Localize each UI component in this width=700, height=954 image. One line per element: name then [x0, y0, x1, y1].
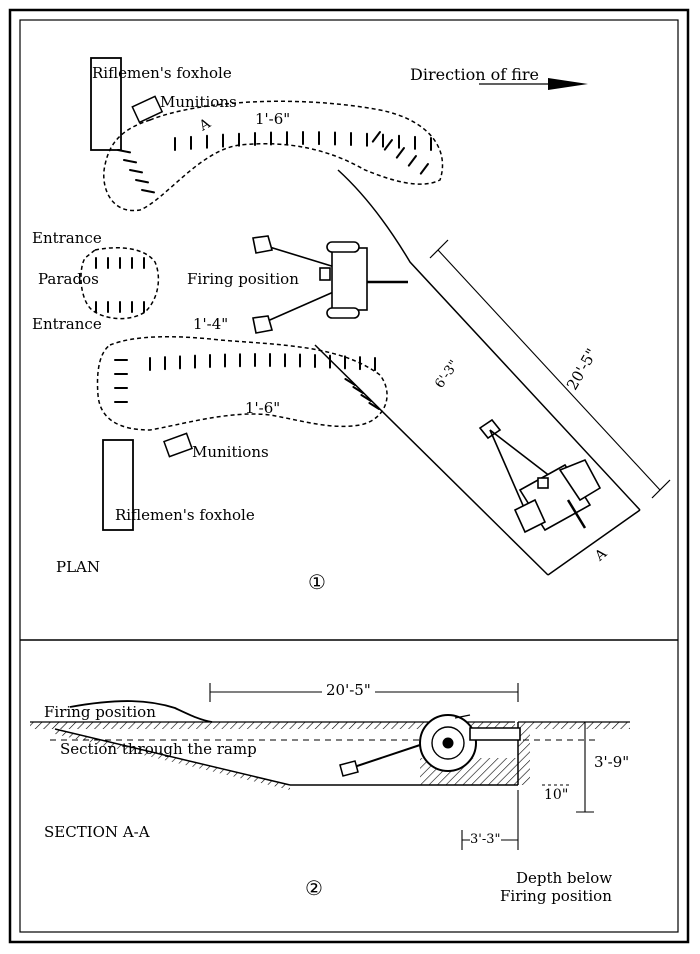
- direction-arrow: [479, 78, 588, 90]
- munitions-top-label: Munitions: [160, 93, 237, 111]
- hatch-tick: [407, 155, 417, 167]
- outer-frame: [8, 8, 690, 944]
- section-dim-pit-width: 3'-3": [470, 832, 501, 847]
- plan-title: PLAN: [56, 558, 101, 576]
- parapet-hatching-top: [117, 131, 432, 194]
- dim-top-parapet: 1'-6": [255, 110, 291, 128]
- parados-hatching: [95, 257, 145, 313]
- hatch-tick: [352, 386, 364, 394]
- depth-below-line2: Firing position: [500, 887, 612, 905]
- parapet-hatching-bottom: [114, 353, 380, 410]
- section-title: SECTION A-A: [44, 823, 150, 841]
- ramp-outline-top: [337, 169, 641, 511]
- entrance-bottom-label: Entrance: [32, 315, 102, 333]
- depth-below-line1: Depth below: [516, 869, 613, 887]
- hatch-tick: [135, 179, 149, 184]
- riflemen-foxhole-bottom: [102, 439, 134, 531]
- direction-of-fire-label: Direction of fire: [410, 65, 540, 84]
- section-depth-dimension: [542, 722, 594, 813]
- section-dim-pit: 10": [544, 787, 569, 803]
- section-firing-position-label: Firing position: [44, 703, 156, 721]
- howitzer-firing-position: [252, 235, 408, 334]
- munitions-box-top: [131, 95, 164, 124]
- riflemen-foxhole-bottom-label: Riflemen's foxhole: [115, 506, 255, 524]
- hatch-tick: [395, 147, 405, 159]
- ramp-end-line: [547, 509, 641, 576]
- ramp-length-dimension: [429, 239, 671, 499]
- munitions-bottom-label: Munitions: [192, 443, 269, 461]
- section-drawing: [30, 700, 630, 790]
- riflemen-foxhole-top: [90, 57, 122, 151]
- section-dim-length: 20'-5": [322, 683, 375, 698]
- figure-number-2: ②: [305, 876, 323, 900]
- hatch-tick: [371, 131, 381, 143]
- inner-frame: [19, 19, 679, 933]
- riflemen-foxhole-top-label: Riflemen's foxhole: [92, 64, 232, 82]
- hatch-tick: [117, 149, 131, 154]
- firing-position-label: Firing position: [187, 270, 299, 288]
- hatch-tick: [123, 159, 137, 164]
- dim-entrance: 1'-4": [193, 315, 229, 333]
- dim-bottom-parapet: 1'-6": [245, 399, 281, 417]
- parados-label: Parados: [38, 270, 99, 288]
- munitions-box-bottom: [163, 432, 193, 458]
- howitzer-on-ramp: [478, 418, 602, 534]
- hatch-tick: [360, 394, 372, 402]
- section-through-ramp-label: Section through the ramp: [60, 740, 257, 758]
- hatch-tick: [141, 189, 155, 194]
- top-parapet: [103, 100, 444, 212]
- ramp-outline-bottom: [314, 344, 549, 576]
- entrance-top-label: Entrance: [32, 229, 102, 247]
- hatch-tick: [368, 402, 380, 410]
- bottom-parapet: [96, 336, 388, 431]
- hatch-tick: [419, 163, 429, 175]
- section-dim-depth: 3'-9": [594, 753, 630, 771]
- figure-number-1: ①: [308, 570, 326, 594]
- hatch-tick: [383, 139, 393, 151]
- hatch-tick: [129, 169, 143, 174]
- hatch-tick: [344, 378, 356, 386]
